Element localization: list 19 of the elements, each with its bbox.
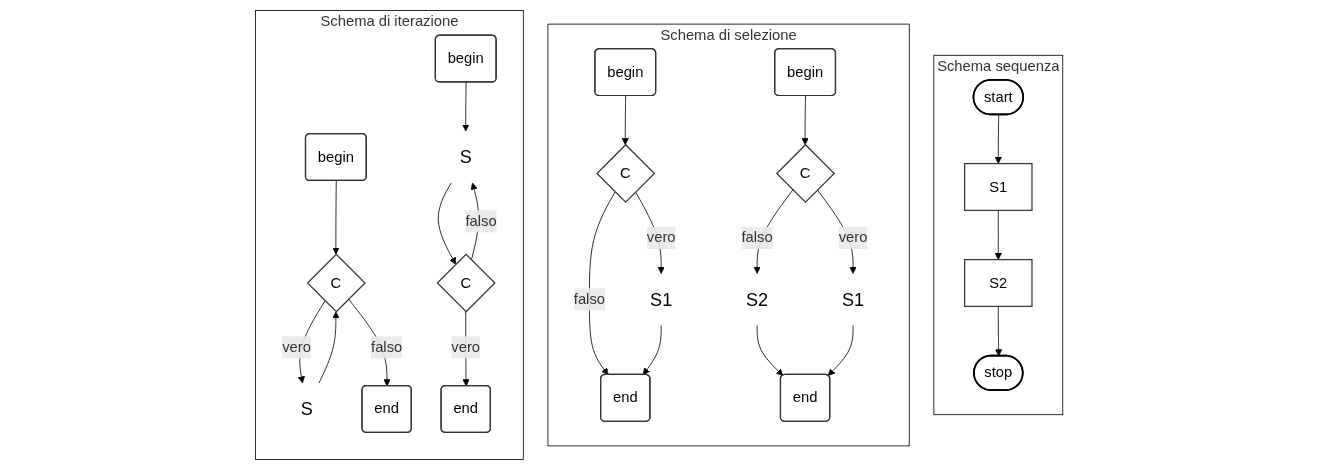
edge-label: falso xyxy=(741,229,774,246)
node-text: S1 xyxy=(842,289,865,310)
node-text: S xyxy=(460,146,473,168)
node-diamond: C xyxy=(436,253,497,313)
edge-label: vero xyxy=(282,338,312,356)
edge-label: vero xyxy=(839,229,868,246)
node-box: S2 xyxy=(964,259,1033,307)
node-text: S2 xyxy=(746,289,769,310)
edge-label: vero xyxy=(451,338,481,356)
node-box: S1 xyxy=(964,163,1033,211)
edge-label: vero xyxy=(647,229,676,246)
node-diamond: C xyxy=(307,253,367,313)
node-diamond: C xyxy=(596,143,656,204)
node-diamond: C xyxy=(776,143,836,204)
node-text: S1 xyxy=(650,289,673,310)
node-text: S xyxy=(301,398,314,420)
edge-label: falso xyxy=(574,290,606,308)
edge-label: falso xyxy=(465,212,497,230)
edge-label: falso xyxy=(371,338,403,356)
